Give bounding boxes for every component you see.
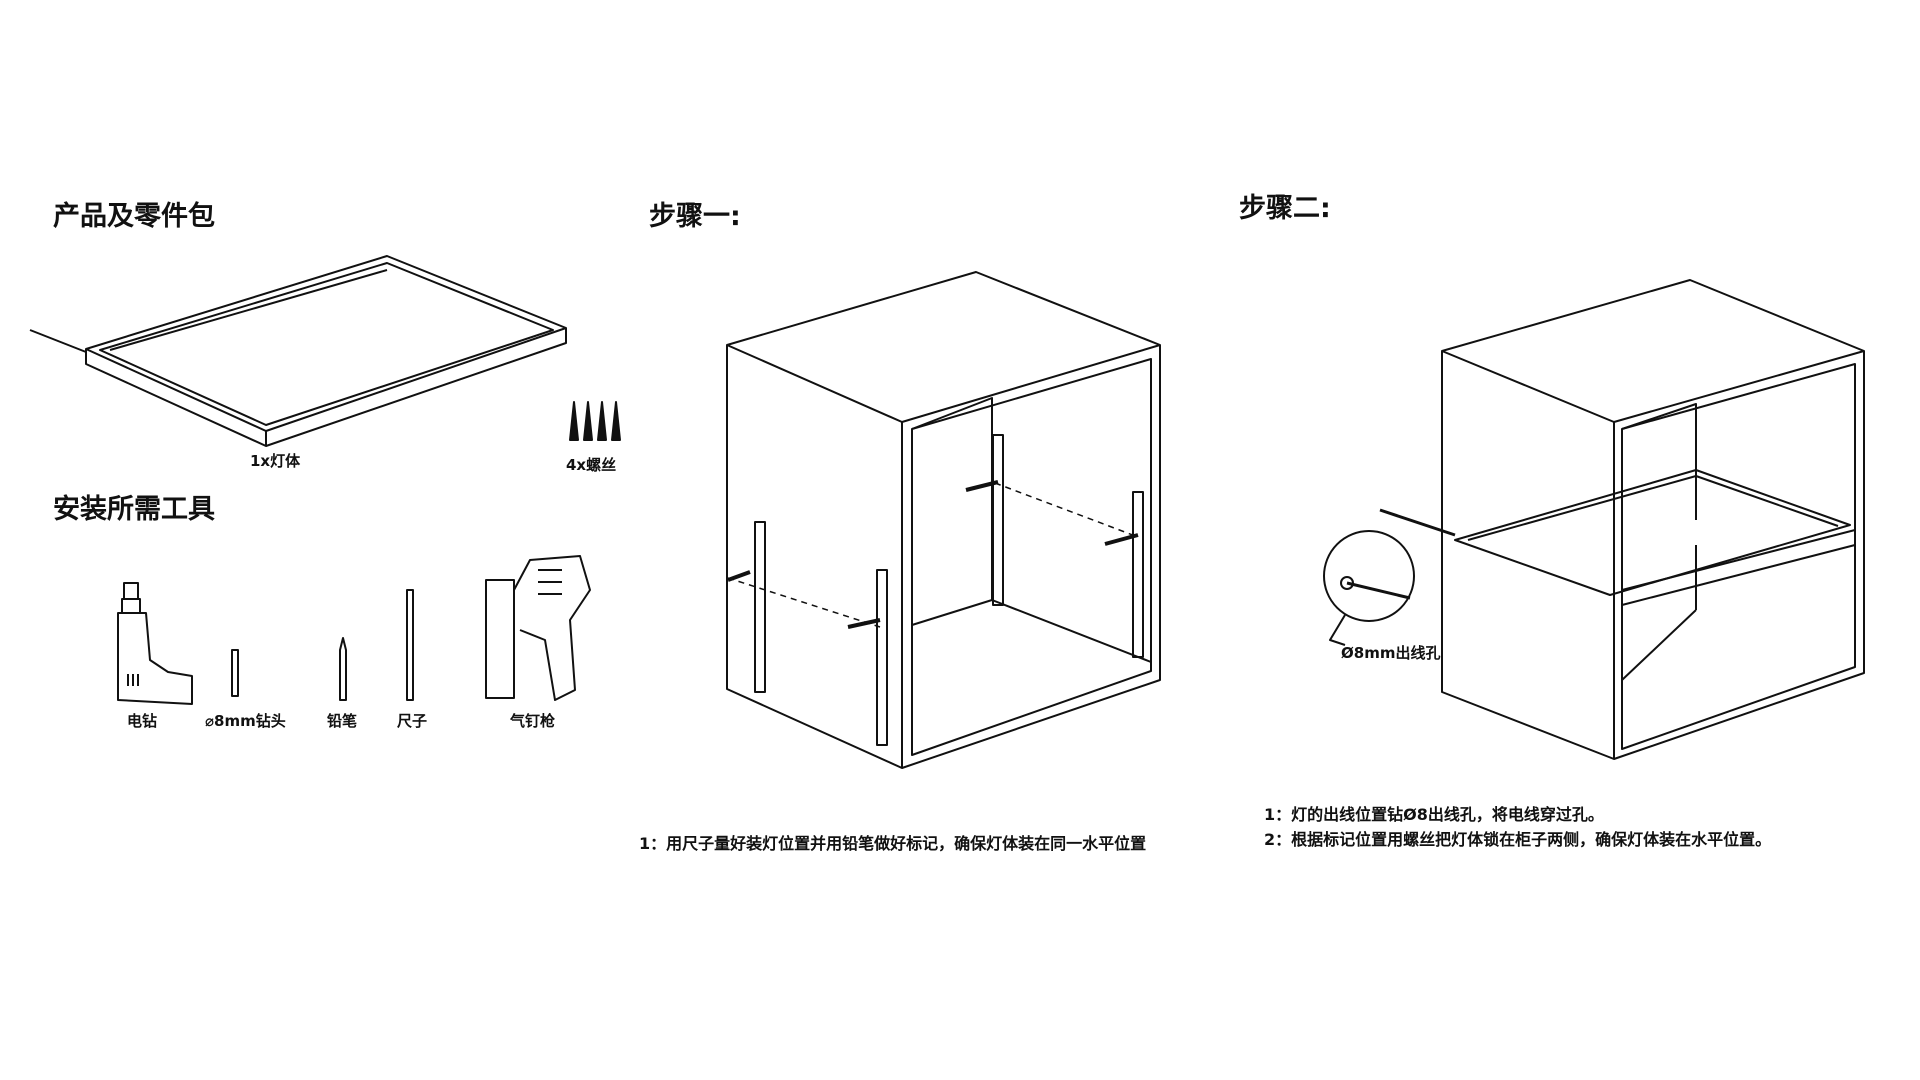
tool-label-drill-bit: ⌀8mm钻头 <box>205 712 286 730</box>
step2-note-1: 1：灯的出线位置钻Ø8出线孔，将电线穿过孔。 <box>1264 805 1604 824</box>
drill-icon <box>117 582 193 705</box>
drill-bit-icon <box>231 649 239 697</box>
lamp-label: 1x灯体 <box>250 452 301 470</box>
hole-label: Ø8mm出线孔 <box>1341 644 1441 662</box>
step2-title: 步骤二: <box>1239 193 1331 224</box>
tool-label-pencil: 铅笔 <box>327 712 358 730</box>
lamp-body-illustration <box>29 255 567 447</box>
pencil-icon <box>339 637 347 701</box>
screws-illustration <box>569 401 621 441</box>
cabinet-step2-illustration <box>1323 279 1865 760</box>
ruler-icon <box>406 589 414 701</box>
tool-label-nail-gun: 气钉枪 <box>510 712 556 730</box>
tool-label-drill: 电钻 <box>127 712 158 730</box>
step1-title: 步骤一: <box>649 201 741 232</box>
cabinet-step1-illustration <box>726 271 1161 769</box>
ruler-marks <box>754 434 1144 746</box>
detail-circle <box>1323 530 1415 622</box>
tools-title: 安装所需工具 <box>53 494 215 525</box>
step2-note-2: 2：根据标记位置用螺丝把灯体锁在柜子两侧，确保灯体装在水平位置。 <box>1264 830 1772 849</box>
nail-gun-icon <box>485 555 591 701</box>
step1-note-1: 1：用尺子量好装灯位置并用铅笔做好标记，确保灯体装在同一水平位置 <box>639 834 1147 853</box>
tool-label-ruler: 尺子 <box>397 712 428 730</box>
parts-title: 产品及零件包 <box>53 201 215 232</box>
screws-label: 4x螺丝 <box>566 456 617 474</box>
